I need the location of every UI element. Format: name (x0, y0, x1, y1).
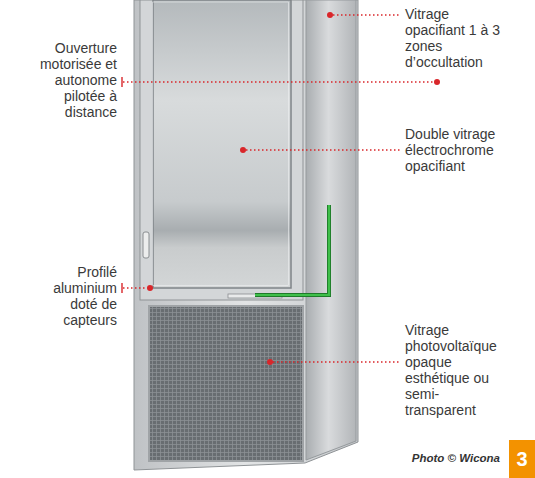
glass-pane (153, 0, 291, 288)
callout-label: Vitrage opacifiant 1 à 3 zones d’occulta… (405, 6, 505, 70)
callout-label: Profilé aluminium doté de capteurs (27, 264, 117, 328)
figure-number-box: 3 (509, 440, 535, 478)
leader-line (246, 149, 400, 151)
figure-number: 3 (516, 448, 527, 471)
callout-label: Ouverture motorisée et autonome pilotée … (17, 40, 117, 120)
leader-dot (240, 147, 246, 153)
pv-panel (149, 306, 303, 461)
handle (143, 232, 149, 258)
callout-label: Double vitrage électrochrome opacifiant (405, 126, 505, 174)
glass-reflection (153, 2, 289, 286)
leader-dot (327, 12, 333, 18)
leader-dot (267, 359, 273, 365)
leader-line (123, 81, 434, 83)
leader-tick (121, 77, 122, 87)
leader-dot (434, 79, 440, 85)
leader-tick (121, 283, 122, 293)
photo-credit: Photo © Wicona (412, 452, 500, 464)
leader-line (273, 361, 400, 363)
outer-frame (134, 0, 358, 470)
sensor-cable (255, 205, 329, 295)
leader-line (123, 287, 147, 289)
callout-label: Vitrage photovoltaïque opaque esthétique… (405, 322, 505, 418)
leader-line (333, 14, 400, 16)
sensor-cable (255, 205, 329, 295)
leader-dot (147, 285, 153, 291)
